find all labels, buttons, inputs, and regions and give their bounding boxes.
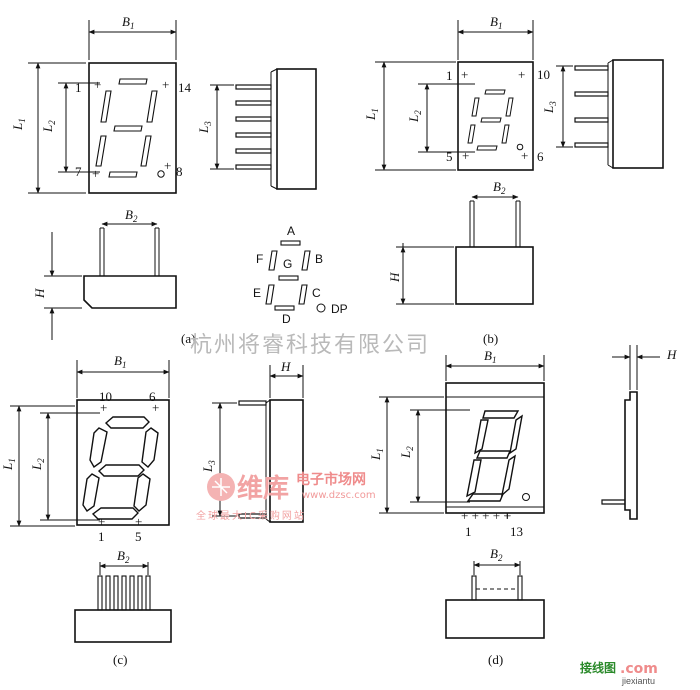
svg-text:+ + + + +: + + + + + [461,508,511,523]
pin-5-label-b: 5 [446,149,453,164]
svg-text:维库: 维库 [237,473,289,504]
panel-a-side-view: L3 [196,68,317,190]
svg-text:+: + [461,67,468,82]
pin-7-label: 7 [75,164,82,179]
svg-text:L3: L3 [200,460,217,473]
svg-text:H: H [280,359,291,374]
panel-d-caption: (d) [488,652,503,667]
svg-text:.com: .com [620,661,658,677]
dim-b2-label: B2 [125,207,138,224]
dim-l1-label: L1 [10,118,27,131]
segment-legend: A B C D E F G DP [253,224,348,326]
panel-b-side-view: L3 [541,59,664,169]
dim-h-label: H [32,288,47,299]
svg-text:+: + [521,148,528,163]
svg-text:B1: B1 [490,14,502,31]
dim-l3-label: L3 [196,121,213,134]
watermark-company-text: 杭州将睿科技有限公司 [190,333,430,358]
pin-1-label-c: 1 [98,529,105,544]
svg-text:B2: B2 [117,548,130,565]
panel-b-front-view: B1 L1 L2 + + + + 1 10 5 6 [363,14,550,171]
svg-text:L2: L2 [29,458,46,471]
svg-text:+: + [94,77,101,92]
svg-text:电子市场网: 电子市场网 [296,471,366,488]
segment-b-label: B [315,252,323,266]
segment-c-label: C [312,286,321,300]
pin-10-label-b: 10 [537,67,550,82]
panel-a-bottom-view: B2 H (a) [32,207,195,346]
svg-text:www.dzsc.com: www.dzsc.com [302,490,376,501]
svg-text:H: H [387,272,402,283]
panel-a-caption: (a) [181,331,195,346]
panel-d-side-view: H [601,345,677,520]
pin-1-label-b: 1 [446,68,453,83]
decimal-point-icon [157,170,165,178]
jiexiantu-logo: 接线图 .com jiexiantu [580,660,658,686]
svg-text:+: + [100,400,107,415]
svg-text:全球最大IC采购网站: 全球最大IC采购网站 [196,509,306,522]
dim-l2-label: L2 [40,120,57,133]
svg-text:+: + [152,400,159,415]
segment-g-label: G [283,257,292,271]
svg-text:+: + [92,166,99,181]
svg-text:B2: B2 [493,179,506,196]
pin-10-label-c: 10 [99,389,112,404]
svg-text:+: + [162,77,169,92]
panel-d-bottom-view: B2 (d) [445,546,545,667]
pin-5-label-c: 5 [135,529,142,544]
dim-b1-label: B1 [122,14,134,31]
panel-a-front-view: B1 L1 L2 + + + + 1 14 7 8 [10,14,192,194]
pin-1-label: 1 [75,80,82,95]
segment-f-label: F [256,252,263,266]
pin-8-label: 8 [176,164,183,179]
svg-text:接线图: 接线图 [580,660,616,675]
panel-b-bottom-view: B2 H (b) [387,179,534,346]
pin-1-label-d: 1 [465,524,472,539]
svg-text:+: + [135,514,142,529]
svg-text:+: + [98,514,105,529]
svg-text:L1: L1 [0,458,17,471]
svg-text:jiexiantu: jiexiantu [621,676,655,686]
pin-6-label-c: 6 [149,389,156,404]
svg-text:B1: B1 [484,348,496,365]
segment-a-label: A [287,224,295,238]
panel-c-bottom-view: B2 (c) [74,548,172,667]
segment-dp-label: DP [331,302,348,316]
svg-text:L1: L1 [368,448,385,461]
panel-c-caption: (c) [113,652,127,667]
pin-13-label-d: 13 [510,524,523,539]
segment-e-label: E [253,286,261,300]
dzsc-logo: 维库 电子市场网 www.dzsc.com 全球最大IC采购网站 [196,471,376,522]
panel-c-front-view: B1 L1 L2 + + + + 10 6 1 5 [0,353,170,544]
svg-text:L1: L1 [363,108,380,121]
pin-6-label-b: 6 [537,149,544,164]
svg-text:L3: L3 [541,101,558,114]
pin-14-label: 14 [178,80,192,95]
svg-text:+: + [164,158,171,173]
svg-text:+: + [518,67,525,82]
svg-text:+: + [504,508,511,523]
svg-text:L2: L2 [398,446,415,459]
svg-text:H: H [666,347,677,362]
segment-d-label: D [282,312,291,326]
svg-text:B1: B1 [114,353,126,370]
svg-text:B2: B2 [490,546,503,563]
svg-text:+: + [462,148,469,163]
panel-d-front-view: B1 L1 L2 + + + + + + 1 13 [368,348,545,539]
svg-text:L2: L2 [406,110,423,123]
panel-b-caption: (b) [483,331,498,346]
